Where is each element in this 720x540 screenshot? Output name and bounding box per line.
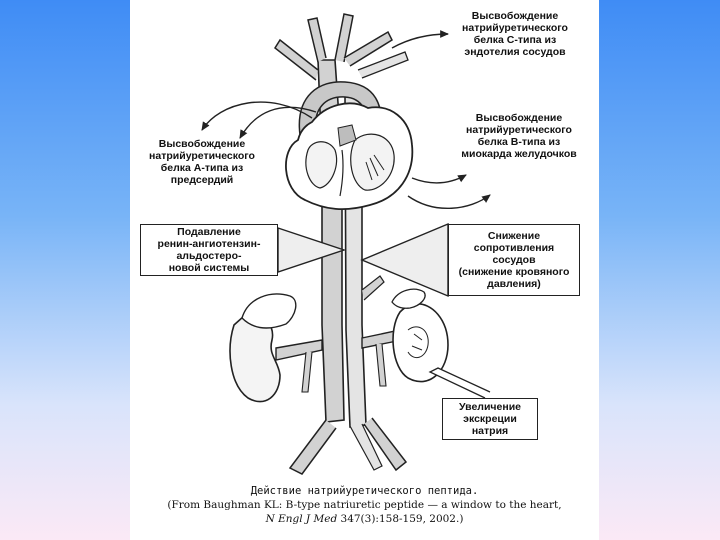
caption-title: Действие натрийуретического пептида. [250, 485, 479, 497]
anp-label: Высвобождение натрийуретического белка А… [149, 138, 255, 186]
caption-source: (From Baughman KL: B-type natriuretic pe… [167, 499, 562, 511]
raas-box: Подавление ренин-ангиотензин- альдостеро… [140, 224, 278, 276]
gonadal-left [301, 351, 313, 393]
carotid-right [334, 13, 354, 63]
raas-label: Подавление ренин-ангиотензин- альдостеро… [157, 226, 261, 274]
mesenteric-branch [361, 275, 385, 301]
caption-citation: 347(3):158-159, 2002.) [337, 513, 464, 525]
sodium-label: Увеличение экскреции натрия [459, 401, 521, 437]
subclavian-left [274, 38, 319, 81]
cnp-label: Высвобождение натрийуретического белка С… [462, 10, 568, 58]
left-adrenal [241, 293, 297, 329]
heart-papillary [365, 154, 385, 181]
iliac-right [363, 417, 408, 472]
arrow-to-cnp [391, 30, 449, 49]
bnp-label: Высвобождение натрийуретического белка В… [461, 112, 577, 160]
figure-caption: Действие натрийуретического пептида. (Fr… [130, 484, 599, 526]
arrow-to-anp [239, 106, 317, 139]
right-kidney-pelvis [407, 326, 429, 359]
anatomy-illustration [201, 13, 491, 475]
caption-journal: N Engl J Med [265, 513, 338, 525]
iliac-vein-right [349, 423, 383, 471]
carotid-left [307, 17, 327, 63]
resistance-box: Снижение сопротивления сосудов (снижение… [448, 224, 580, 296]
heart-chamber-left [305, 141, 338, 189]
pointer-raas [277, 227, 347, 273]
sodium-box: Увеличение экскреции натрия [442, 398, 538, 440]
slide: Высвобождение натрийуретического белка С… [130, 0, 599, 540]
arrow-from-anp [201, 101, 313, 131]
heart-valve [337, 124, 357, 147]
branch-top-right [357, 51, 409, 79]
arrow-from-bnp [407, 194, 491, 209]
resistance-label: Снижение сопротивления сосудов (снижение… [458, 230, 570, 290]
renal-vein-left [275, 339, 323, 361]
caption-citation-line: N Engl J Med 347(3):158-159, 2002.) [130, 512, 599, 526]
iliac-left [288, 419, 337, 475]
arrow-to-bnp [411, 174, 467, 184]
gonadal-right [375, 343, 387, 387]
heart-septum [339, 149, 344, 197]
subclavian-right [343, 30, 393, 67]
pointer-sodium [428, 367, 491, 399]
heart-chamber-right [350, 133, 395, 191]
right-adrenal [391, 288, 426, 309]
